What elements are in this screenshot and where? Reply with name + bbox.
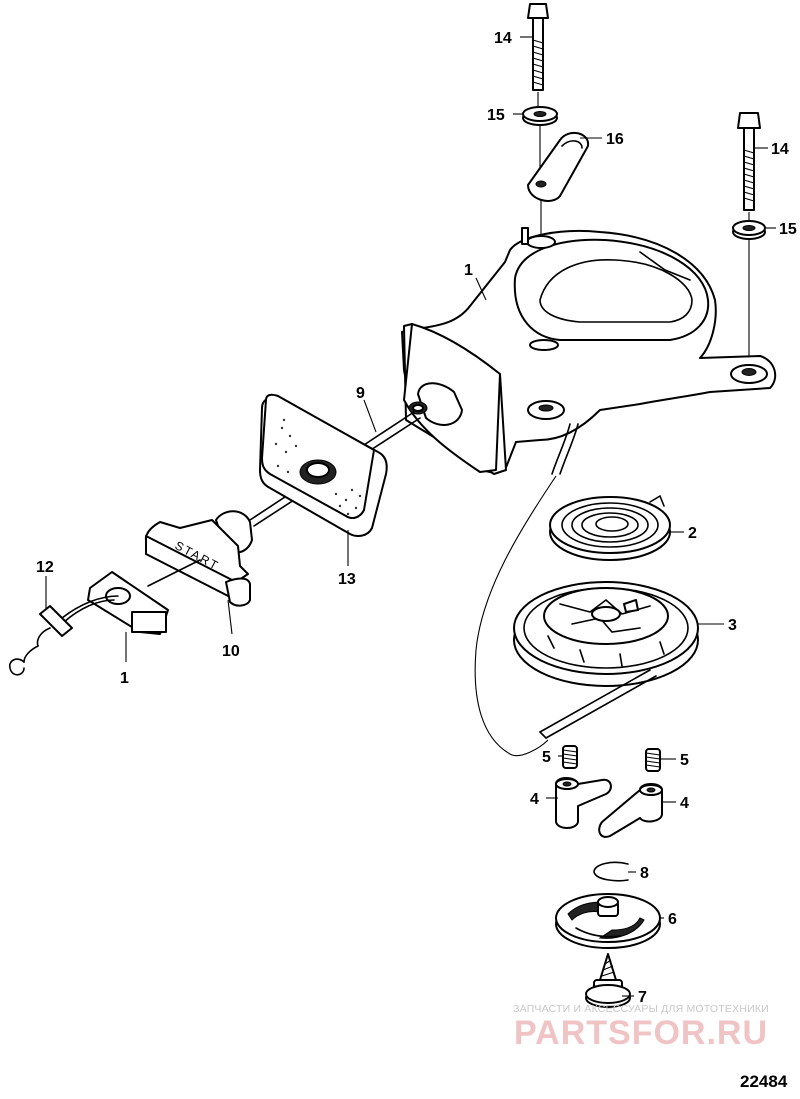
pawl-right — [598, 783, 663, 838]
callout-16: 16 — [606, 131, 624, 148]
center-screw — [585, 953, 631, 1008]
start-handle: START — [144, 510, 253, 607]
leader-lines — [45, 36, 776, 997]
callout-3: 3 — [728, 617, 737, 634]
washer-left — [522, 106, 558, 126]
cable-hook — [8, 605, 73, 676]
drive-plate — [555, 893, 661, 949]
recoil-spring — [549, 494, 671, 561]
retaining-clip — [593, 861, 629, 882]
pawl-spring-right — [645, 748, 661, 772]
callout-9: 9 — [356, 385, 365, 402]
bolt-left — [527, 3, 549, 91]
callout-4-right: 4 — [680, 795, 689, 812]
callout-1-housing: 1 — [464, 262, 473, 279]
rope-pulley — [513, 581, 699, 687]
rope-guide — [87, 571, 169, 635]
pawl-spring-left — [562, 745, 578, 769]
callout-4-left: 4 — [530, 791, 539, 808]
figure-number: 22484 — [740, 1072, 788, 1091]
callout-14-left: 14 — [494, 30, 512, 47]
callout-5-right: 5 — [680, 752, 689, 769]
watermark-brand: PARTSFOR.RU — [513, 1014, 769, 1052]
callout-7: 7 — [638, 989, 647, 1006]
callout-1-guide: 1 — [120, 670, 129, 687]
callout-14-right: 14 — [771, 141, 789, 158]
pawl-left — [555, 777, 612, 829]
callout-12: 12 — [36, 559, 54, 576]
watermark-caption: ЗАПЧАСТИ И АКСЕССУАРЫ ДЛЯ МОТОТЕХНИКИ — [513, 1003, 769, 1015]
callout-13: 13 — [338, 571, 356, 588]
seal-plate — [259, 393, 388, 537]
callout-5-left: 5 — [542, 749, 551, 766]
starter-housing — [401, 227, 777, 475]
callout-15-left: 15 — [487, 107, 505, 124]
bolt-right — [737, 112, 761, 211]
callout-6: 6 — [668, 911, 677, 928]
callout-8: 8 — [640, 865, 649, 882]
lock-plate — [527, 131, 590, 202]
callout-2: 2 — [688, 525, 697, 542]
watermark: ЗАПЧАСТИ И АКСЕССУАРЫ ДЛЯ МОТОТЕХНИКИ PA… — [486, 1003, 796, 1051]
callout-10: 10 — [222, 643, 240, 660]
callout-15-right: 15 — [779, 221, 797, 238]
washer-right — [732, 220, 766, 240]
